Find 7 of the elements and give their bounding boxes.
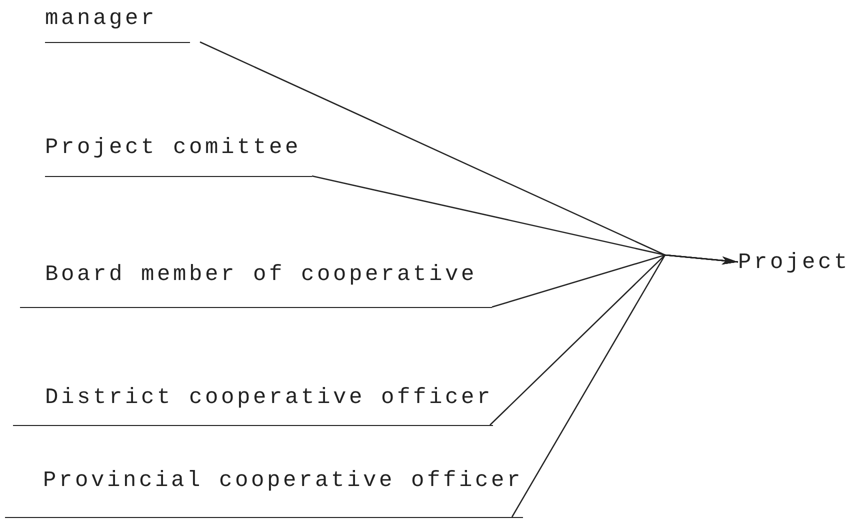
underlined-label: manager: [45, 6, 190, 42]
node-label: Project: [738, 250, 850, 276]
underlined-label: District cooperative officer: [13, 385, 494, 426]
underlined-label: Project comittee: [45, 135, 312, 176]
underlined-label: Board member of cooperative: [20, 262, 492, 308]
connector-arrow: [511, 254, 738, 518]
underlined-label: Provincial cooperative officer: [5, 468, 524, 518]
